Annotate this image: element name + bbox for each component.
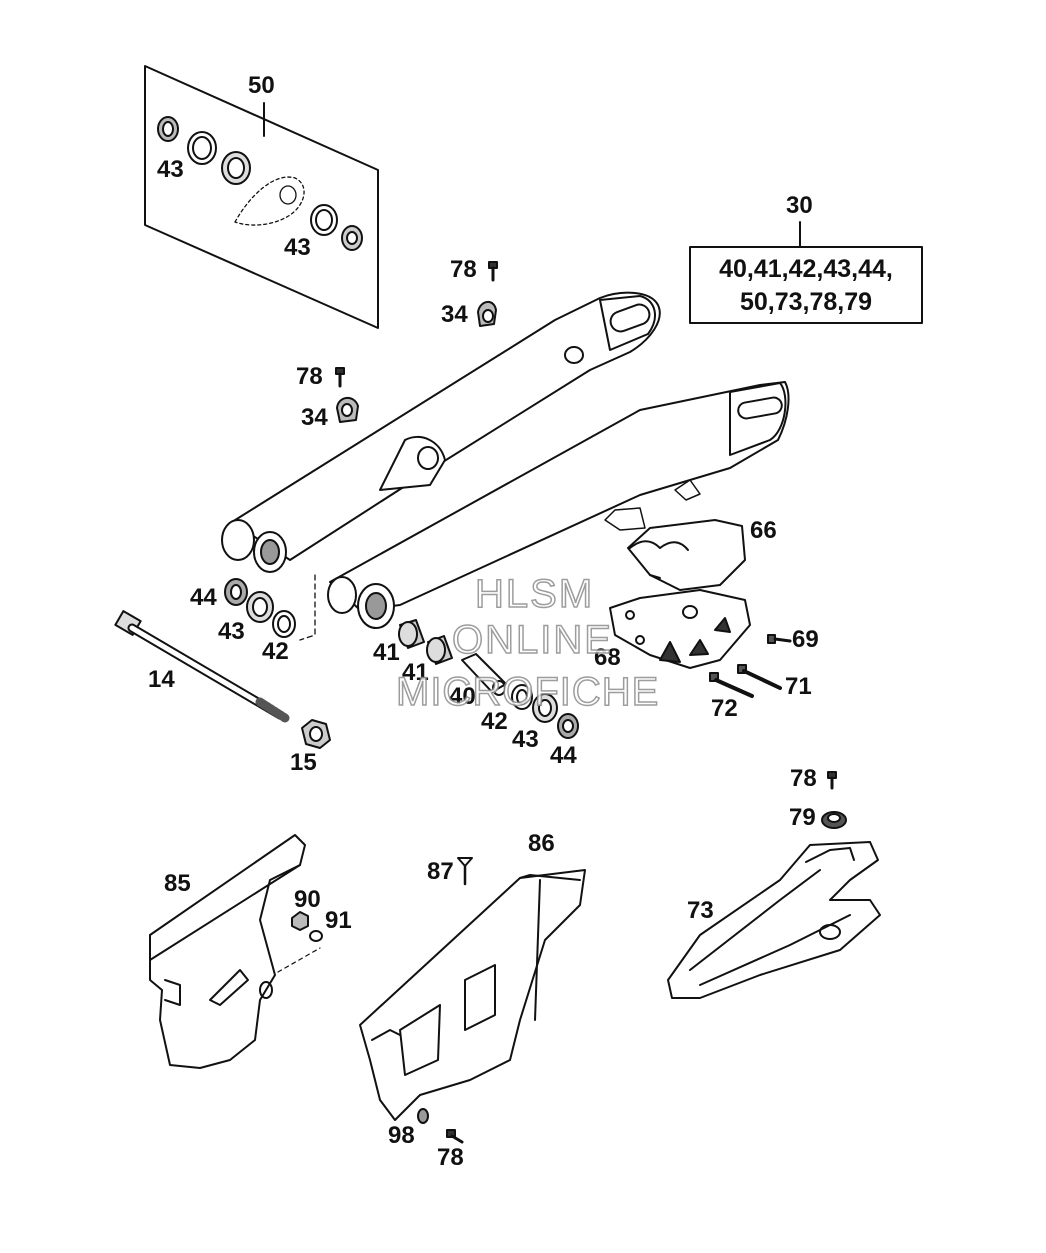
callout-98: 98 [388, 1122, 415, 1149]
chain-guide-66 [627, 519, 746, 591]
callout-91: 91 [325, 907, 352, 934]
bolt-69 [767, 634, 792, 644]
washer-91 [309, 930, 323, 942]
watermark-line-1: HLSM [474, 572, 595, 616]
washer-42-right [511, 684, 533, 710]
callout-34: 34 [301, 404, 328, 431]
callout-42: 42 [481, 708, 508, 735]
callout-78: 78 [296, 363, 323, 390]
callout-44: 44 [190, 584, 217, 611]
callout-41: 41 [402, 659, 429, 686]
chain-guard-85 [149, 834, 306, 1069]
inset-bearing-2 [221, 151, 251, 185]
swingarm [221, 291, 790, 641]
callout-87: 87 [427, 858, 454, 885]
callout-78: 78 [450, 256, 477, 283]
kit-number-30: 30 [786, 192, 813, 219]
callout-85: 85 [164, 870, 191, 897]
callout-78: 78 [437, 1144, 464, 1171]
sleeve-40 [461, 653, 507, 696]
bearing-kit-inset [144, 65, 379, 329]
inset-ring-43b [310, 204, 338, 236]
callout-44: 44 [550, 742, 577, 769]
callout-14: 14 [148, 666, 175, 693]
pivot-bolt-14 [114, 610, 290, 723]
callout-69: 69 [792, 626, 819, 653]
screw-78-lower [335, 367, 345, 388]
screw-78-slider [827, 771, 837, 790]
screw-87 [457, 857, 473, 886]
screw-78-upper [488, 261, 498, 282]
callout-73: 73 [687, 897, 714, 924]
callout-40: 40 [449, 683, 476, 710]
nut-15 [301, 719, 331, 749]
seal-44-right [557, 713, 579, 739]
bushing-41a [398, 619, 425, 649]
callout-68: 68 [594, 644, 621, 671]
callout-41: 41 [373, 639, 400, 666]
callout-42: 42 [262, 638, 289, 665]
chain-slider-73 [667, 841, 881, 999]
washer-79 [821, 811, 847, 829]
bearing-43-right [532, 693, 558, 723]
callout-66: 66 [750, 517, 777, 544]
callout-50: 50 [248, 72, 275, 99]
inset-bearing-3 [341, 225, 363, 251]
bolt-71 [737, 664, 782, 690]
clamp-34-lower [336, 397, 359, 423]
callout-34: 34 [441, 301, 468, 328]
bushing-41b [426, 635, 453, 665]
callout-43: 43 [157, 156, 184, 183]
chain-guide-68 [609, 589, 751, 669]
callout-72: 72 [711, 695, 738, 722]
seal-44-left [224, 578, 248, 606]
chain-guard-86 [359, 869, 586, 1121]
watermark-line-3: MICROFICHE [395, 670, 660, 714]
bearing-43-left [246, 591, 274, 623]
inset-ring-43a [187, 131, 217, 165]
bolt-72 [709, 672, 754, 698]
callout-71: 71 [785, 673, 812, 700]
kit-contents-line-1: 40,41,42,43,44, [719, 255, 893, 283]
callout-43: 43 [284, 234, 311, 261]
callout-15: 15 [290, 749, 317, 776]
kit-contents-line-2: 50,73,78,79 [739, 288, 873, 316]
callout-86: 86 [528, 830, 555, 857]
callout-43: 43 [218, 618, 245, 645]
callout-43: 43 [512, 726, 539, 753]
watermark-line-2: ONLINE [451, 618, 613, 662]
inset-swingarm-pivot-outline [234, 176, 305, 226]
callout-78: 78 [790, 765, 817, 792]
washer-98 [417, 1108, 429, 1124]
washer-42-left [272, 610, 296, 638]
kit-box [689, 221, 923, 324]
nut-90 [291, 911, 309, 931]
callout-79: 79 [789, 804, 816, 831]
clamp-34-upper [477, 301, 497, 327]
screw-78-guard [446, 1129, 464, 1144]
inset-bearing-1 [157, 116, 179, 142]
callout-90: 90 [294, 886, 321, 913]
